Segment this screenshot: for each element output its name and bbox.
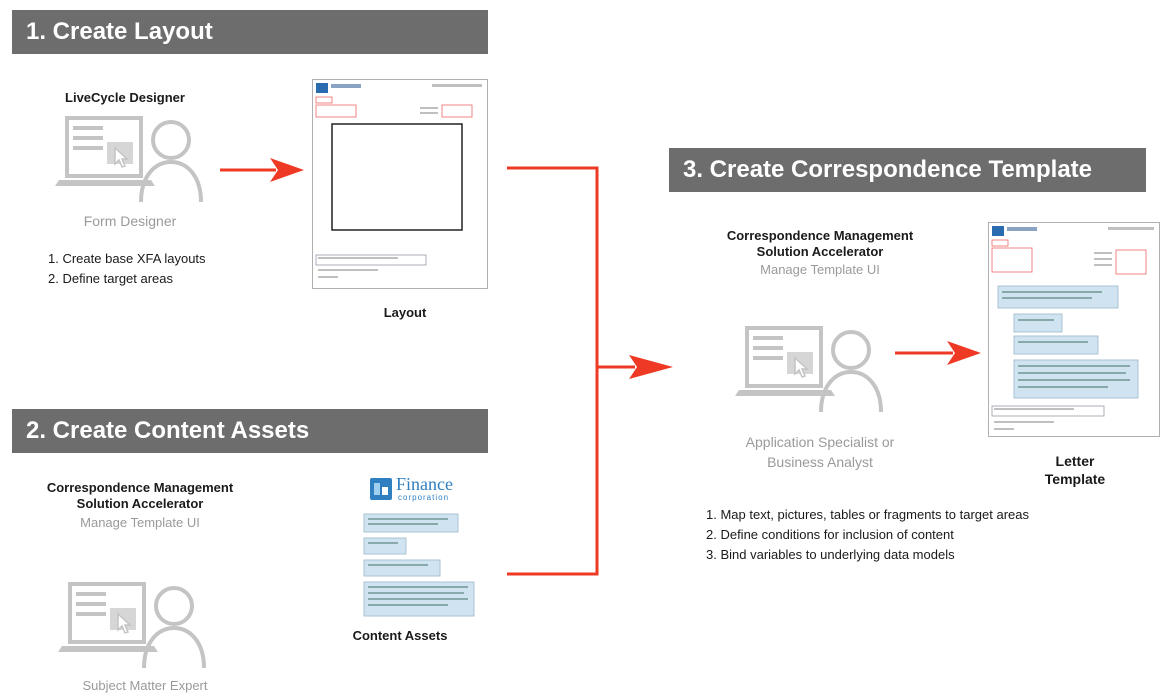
person-laptop-icon — [735, 326, 883, 413]
section1-step-2: 2. Define target areas — [48, 271, 174, 286]
section1-title: 1. Create Layout — [26, 18, 213, 45]
section3-tool-sub: Manage Template UI — [760, 262, 880, 277]
section1-header: 1. Create Layout — [12, 10, 488, 54]
letter-template-label: Letter Template — [1025, 452, 1125, 488]
finance-logo-icon — [370, 478, 392, 500]
section1-step-1: 1. Create base XFA layouts — [48, 251, 206, 266]
section3-role-line2: Business Analyst — [767, 454, 873, 470]
section3-step-3: 3. Bind variables to underlying data mod… — [706, 547, 955, 562]
section3-tool-line1: Correspondence Management — [726, 228, 914, 243]
section2-tool-line2: Solution Accelerator — [76, 496, 204, 511]
merge-connector — [507, 166, 673, 576]
finance-logo-name: Finance — [396, 474, 453, 494]
arrow-icon — [895, 341, 981, 365]
section3-step-1: 1. Map text, pictures, tables or fragmen… — [706, 507, 1029, 522]
section2-tool-line1: Correspondence Management — [46, 480, 234, 495]
section2-tool-sub: Manage Template UI — [80, 515, 200, 530]
section3-title: 3. Create Correspondence Template — [683, 156, 1093, 183]
finance-logo: Finance corporation — [370, 474, 470, 504]
section3-header: 3. Create Correspondence Template — [669, 148, 1146, 192]
section3-tool: Correspondence Management Solution Accel… — [705, 228, 935, 260]
section3-role: Application Specialist or Business Analy… — [720, 432, 920, 472]
layout-label: Layout — [383, 305, 427, 320]
section2-title: 2. Create Content Assets — [26, 417, 310, 444]
finance-logo-sub: corporation — [398, 493, 450, 502]
section3-step-2: 2. Define conditions for inclusion of co… — [706, 527, 954, 542]
section2-header: 2. Create Content Assets — [12, 409, 488, 453]
section3-steps: 1. Map text, pictures, tables or fragmen… — [706, 505, 1146, 565]
layout-document-icon — [312, 79, 488, 289]
section2-tool: Correspondence Management Solution Accel… — [25, 480, 255, 512]
letter-template-line2: Template — [1044, 471, 1106, 487]
section3-tool-line2: Solution Accelerator — [756, 244, 884, 259]
person-laptop-icon — [55, 116, 203, 203]
section2-role-label: Subject Matter Expert — [82, 678, 208, 693]
section1-steps: 1. Create base XFA layouts 2. Define tar… — [48, 249, 268, 289]
person-laptop-icon — [58, 582, 206, 669]
content-assets-icon — [363, 513, 475, 617]
section3-role-line1: Application Specialist or — [745, 434, 895, 450]
letter-document-icon — [988, 222, 1160, 437]
section1-tool-label: LiveCycle Designer — [65, 90, 185, 105]
section1-role-label: Form Designer — [83, 213, 177, 229]
content-assets-label: Content Assets — [352, 628, 448, 643]
letter-template-line1: Letter — [1055, 453, 1095, 469]
arrow-icon — [220, 158, 304, 182]
